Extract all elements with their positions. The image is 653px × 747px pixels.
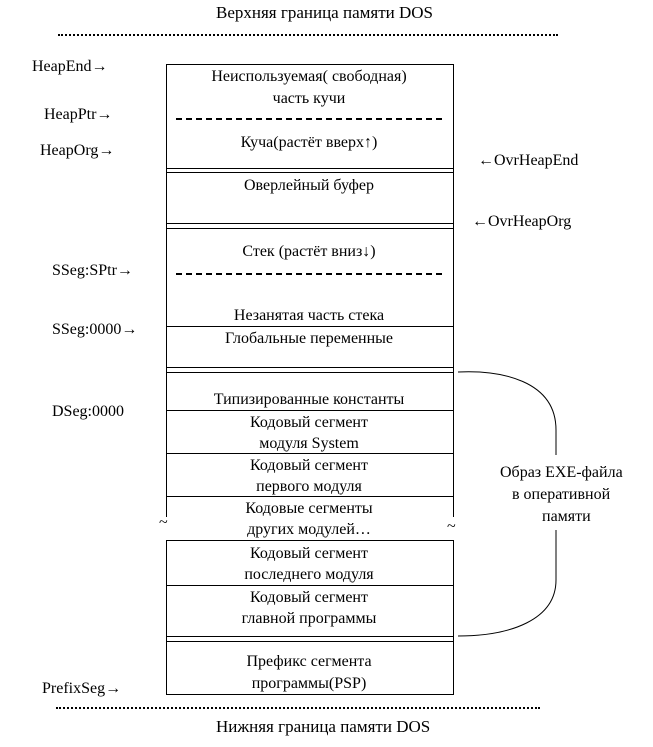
ovr-heap-org-pointer: ←OvrHeapOrg [472, 213, 572, 230]
code-last-line1: Кодовый сегмент [250, 545, 368, 562]
heap-org-pointer: HeapOrg→ [40, 142, 115, 159]
break-mark-right: ~ [447, 518, 456, 535]
global-variables-block: Глобальные переменные [224, 330, 394, 347]
prefix-seg-pointer: PrefixSeg→ [42, 680, 122, 697]
break-mark-left: ~ [159, 514, 168, 531]
bottom-boundary-dotted-line [56, 707, 540, 709]
typed-constants-block: Типизированные константы [213, 391, 405, 408]
bottom-boundary-label: Нижняя граница памяти DOS [216, 717, 431, 736]
top-boundary-dotted-line [58, 34, 558, 36]
dseg-0000-pointer: DSeg:0000 [52, 403, 124, 420]
code-first-line2: первого модуля [256, 478, 362, 495]
sseg-0000-pointer: SSeg:0000→ [52, 321, 138, 338]
code-main-line2: главной программы [241, 610, 377, 627]
free-heap-line1: Неиспользуемая( свободная) [211, 68, 407, 85]
ovr-heap-end-pointer: ←OvrHeapEnd [478, 152, 579, 169]
overlay-buffer-block: Оверлейный буфер [243, 177, 375, 194]
code-last-line2: последнего модуля [244, 566, 374, 583]
free-heap-line2: часть кучи [272, 90, 346, 107]
code-others-line2: других модулей… [247, 521, 371, 538]
heap-dashed-separator [176, 118, 442, 120]
code-system-line2: модуля System [259, 435, 359, 452]
stack-dashed-separator [176, 273, 442, 275]
heap-block: Куча(растёт вверх↑) [240, 134, 378, 151]
code-first-line1: Кодовый сегмент [250, 457, 368, 474]
exe-image-line2: в оперативной [512, 486, 611, 503]
psp-line2: программы(PSP) [251, 675, 367, 692]
code-main-line1: Кодовый сегмент [250, 589, 368, 606]
sseg-sptr-pointer: SSeg:SPtr→ [52, 262, 133, 279]
code-system-line1: Кодовый сегмент [250, 414, 368, 431]
psp-line1: Префикс сегмента [246, 653, 372, 670]
exe-image-line3: памяти [542, 508, 591, 525]
free-stack-block: Незанятая часть стека [233, 307, 385, 324]
heap-end-pointer: HeapEnd→ [32, 58, 108, 75]
stack-block: Стек (растёт вниз↓) [242, 243, 376, 260]
heap-ptr-pointer: HeapPtr→ [44, 106, 113, 123]
code-others-line1: Кодовые сегменты [245, 500, 373, 517]
exe-image-line1: Образ EXE-файла [500, 464, 623, 481]
top-boundary-label: Верхняя граница памяти DOS [216, 3, 433, 22]
